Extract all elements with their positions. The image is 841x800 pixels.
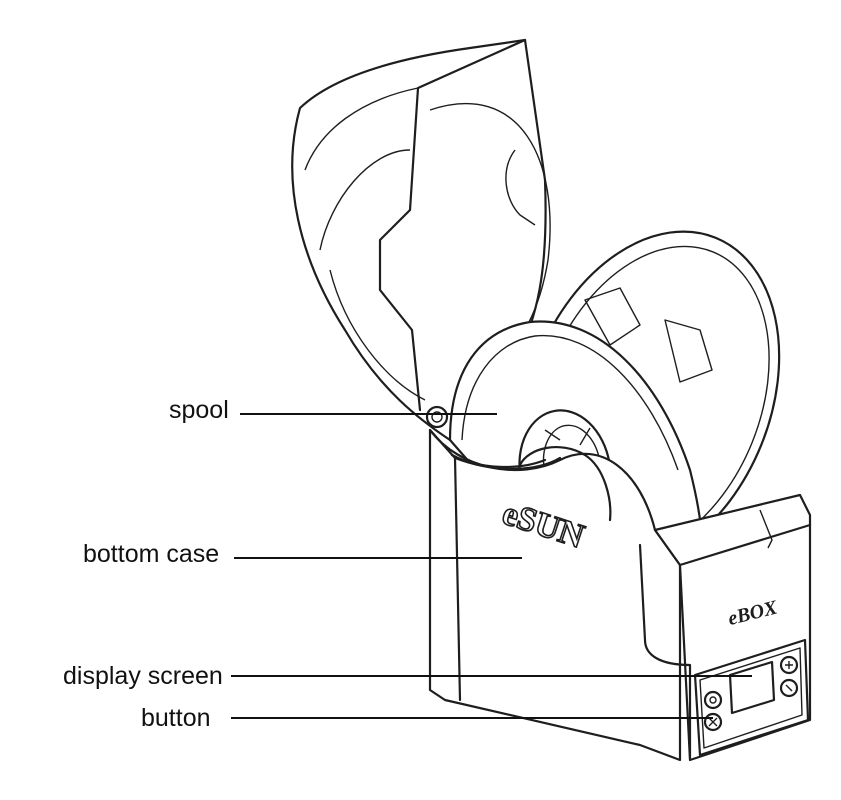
label-button: button [141, 704, 211, 732]
button[interactable] [703, 712, 723, 732]
bottom-case [428, 428, 812, 762]
hinge-knob [425, 405, 449, 429]
display-screen [728, 660, 776, 715]
label-bottom-case: bottom case [83, 540, 219, 568]
label-display-screen: display screen [63, 662, 223, 690]
button[interactable] [779, 655, 799, 675]
label-spool: spool [169, 396, 229, 424]
button[interactable] [779, 678, 799, 698]
control-panel [693, 638, 810, 757]
button[interactable] [703, 690, 723, 710]
